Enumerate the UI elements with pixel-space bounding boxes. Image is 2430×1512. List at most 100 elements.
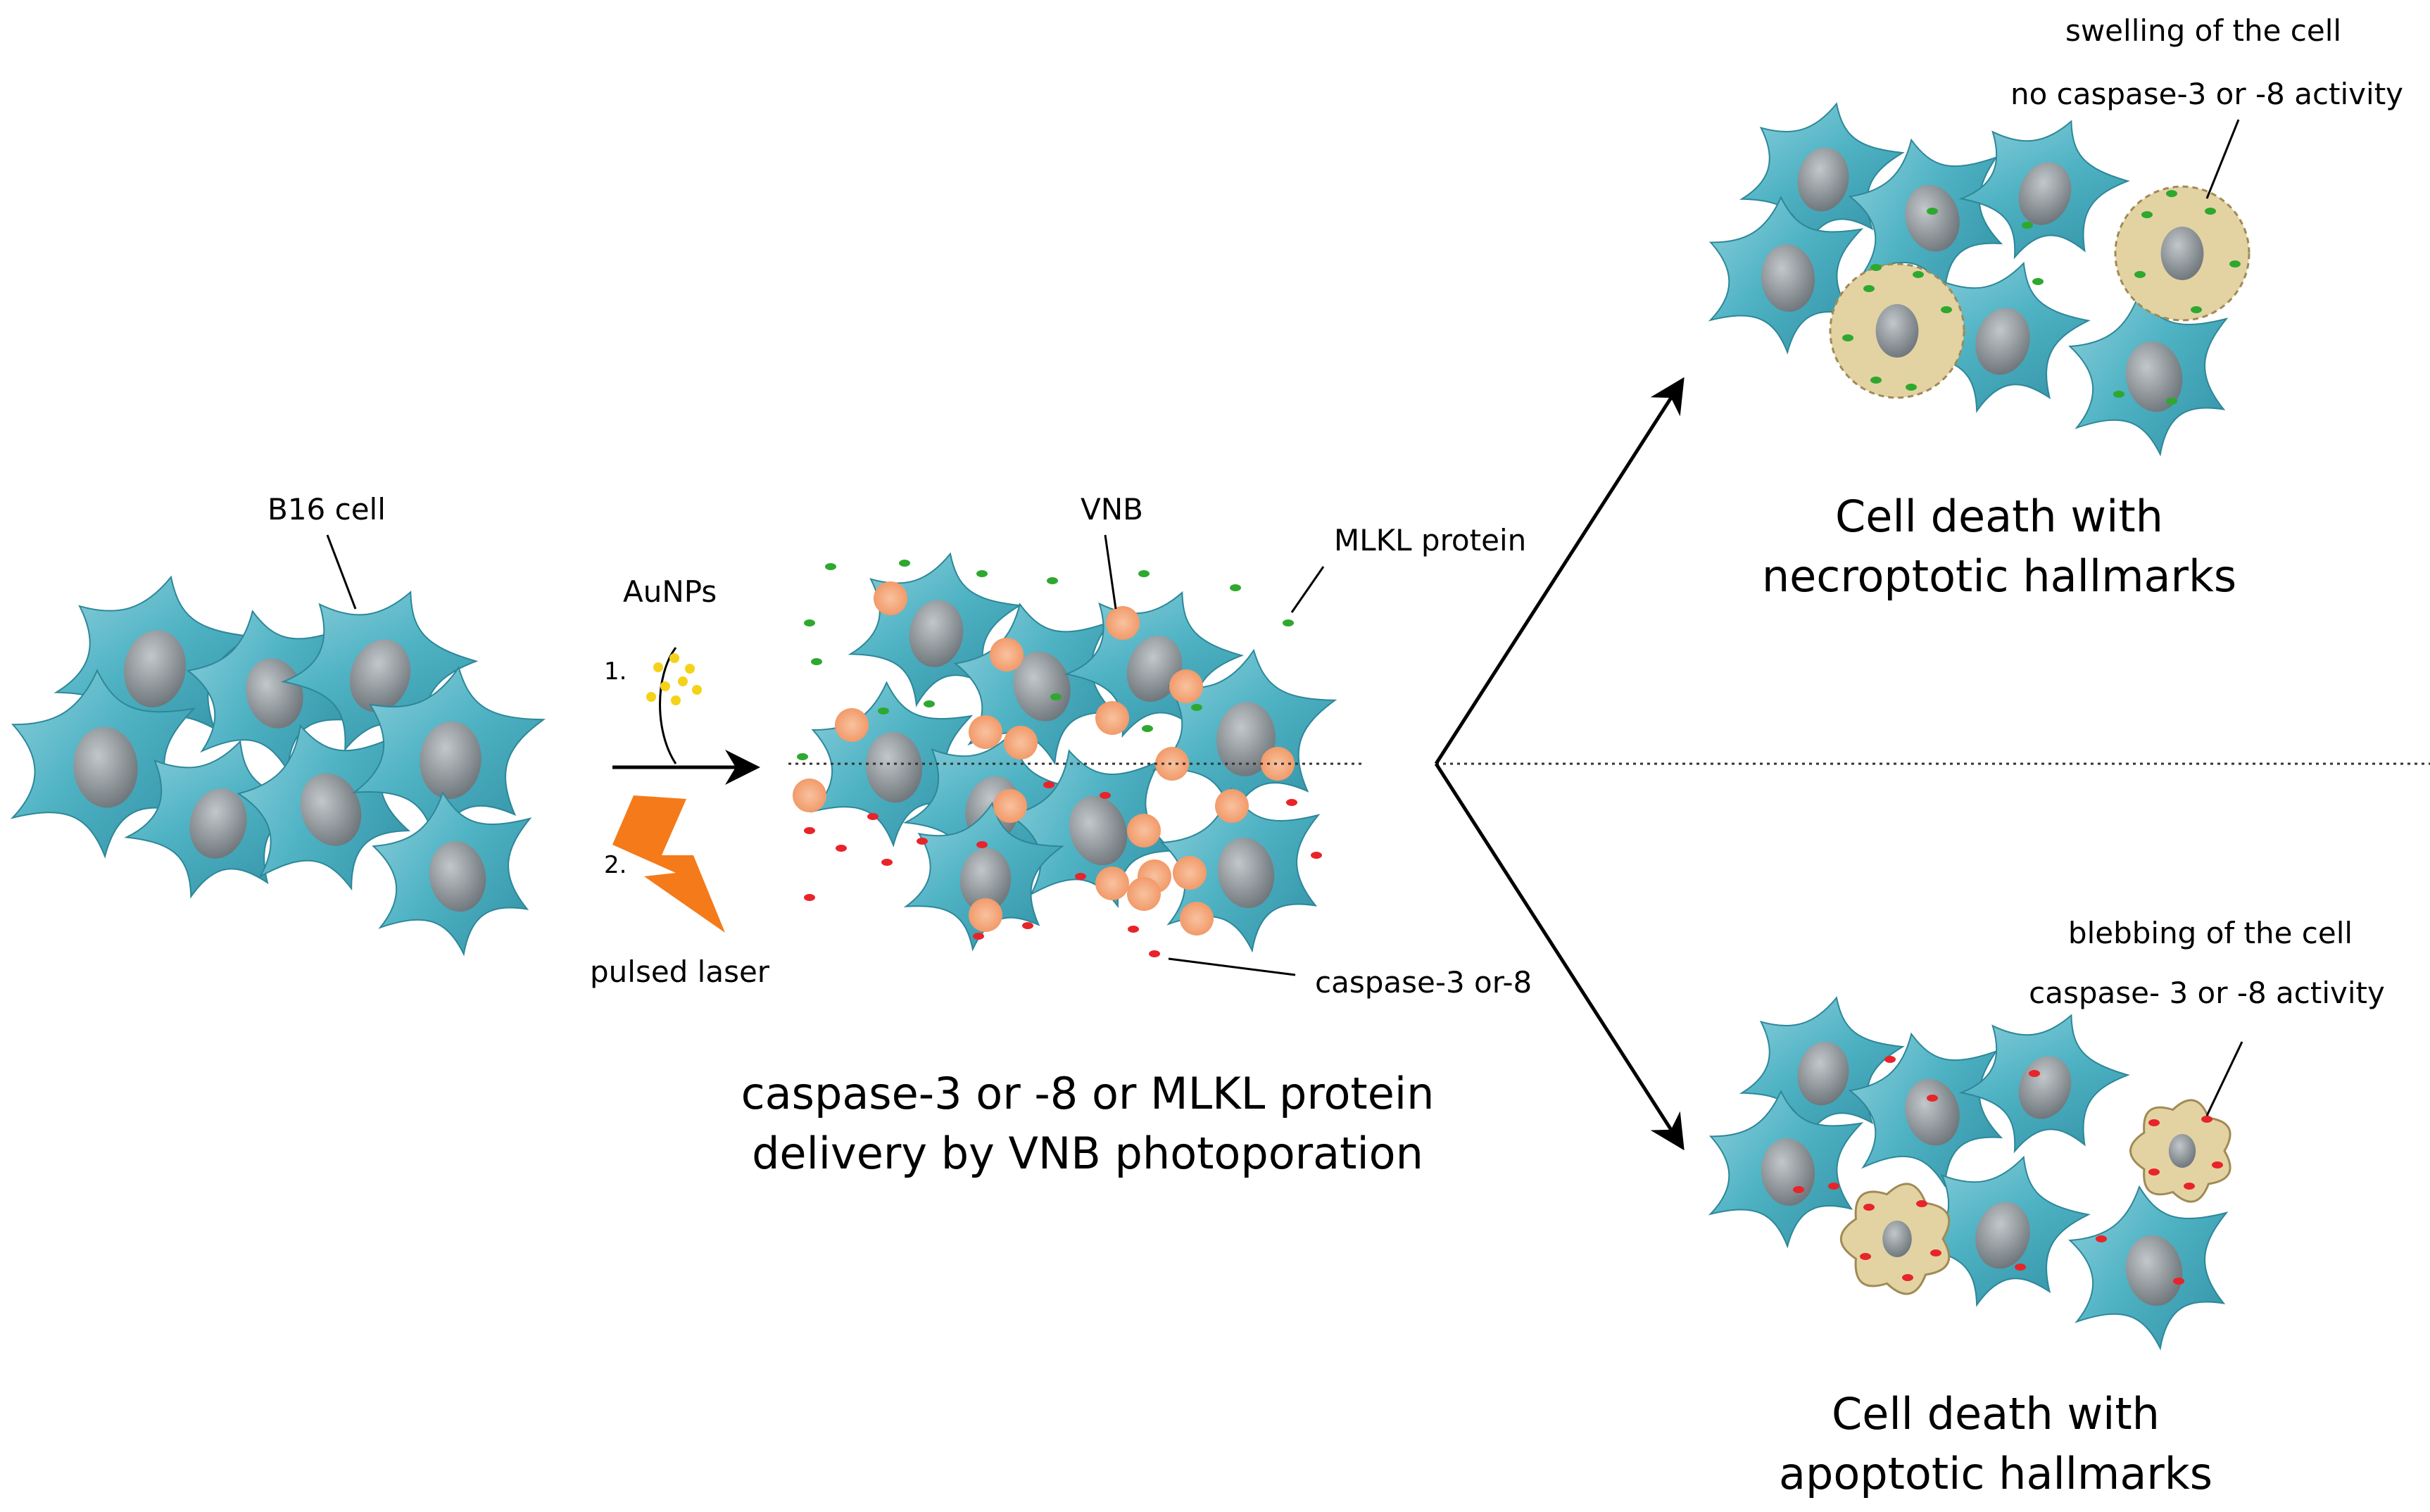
vnb-bubble [1127, 814, 1161, 848]
mlkl-protein-label: MLKL protein [1334, 523, 1526, 557]
caspase-dot [1022, 922, 1033, 929]
vnb-bubble [1169, 669, 1203, 703]
swelling-label: swelling of the cell [2065, 13, 2341, 48]
nucleus [73, 726, 138, 808]
swollen-cell [2114, 185, 2250, 322]
nucleus [1882, 1221, 1912, 1257]
cell [988, 722, 1202, 933]
nucleus [1905, 1078, 1960, 1146]
caspase-dot [2029, 1070, 2040, 1077]
branch-arrow-up [1434, 377, 1685, 765]
mlkl-dot [1870, 264, 1882, 271]
cell [1149, 641, 1340, 829]
caspase-dot [1793, 1186, 1804, 1193]
vnb-bubble [993, 789, 1027, 823]
caspase-dot [1149, 950, 1160, 957]
caspase-dot [2201, 1116, 2212, 1123]
vnb-bubble [969, 898, 1002, 932]
nucleus [189, 788, 247, 859]
blebbing-cell [2129, 1099, 2231, 1203]
nucleus [246, 658, 303, 729]
vnb-bubble [874, 581, 907, 615]
caspase-dot [1043, 781, 1055, 788]
b16-cell-cluster [0, 560, 552, 969]
caspase-dot [1286, 799, 1297, 806]
caspase-dot [1828, 1183, 1839, 1190]
cell [47, 560, 260, 769]
mlkl-dot [811, 658, 822, 665]
mlkl-leader-line [1290, 566, 1325, 613]
nucleus [959, 848, 1012, 912]
caspase-dot [1884, 1056, 1896, 1063]
cell [1699, 189, 1872, 360]
cell [902, 795, 1066, 957]
mlkl-dot [1050, 693, 1062, 700]
cell [1147, 774, 1340, 965]
photoporated-cell-cluster [793, 538, 1340, 965]
caspase-dot [1927, 1095, 1938, 1102]
caspase-dot [1100, 792, 1111, 799]
mlkl-dot [1941, 306, 1952, 313]
necroptotic-title-line2: necroptotic hallmarks [1762, 550, 2236, 602]
b16-leader-line [326, 534, 357, 610]
cell [215, 695, 440, 917]
delivery-caption-line1: caspase-3 or -8 or MLKL protein [741, 1068, 1435, 1119]
mlkl-dot [1906, 384, 1917, 391]
cell [937, 582, 1142, 784]
caspase-label: caspase-3 or-8 [1315, 965, 1532, 1000]
delivery-caption-line2: delivery by VNB photoporation [752, 1128, 1423, 1179]
mlkl-dot [1913, 271, 1924, 278]
vnb-bubble [1180, 902, 1214, 935]
apoptotic-title-line1: Cell death with [1832, 1388, 2160, 1439]
mlkl-dot [825, 563, 836, 570]
no-caspase-label: no caspase-3 or -8 activity [2010, 77, 2403, 111]
necroptotic-title-line1: Cell death with [1835, 491, 2163, 542]
vnb-bubble [1155, 747, 1189, 781]
caspase-dot [917, 838, 928, 845]
nucleus [1216, 702, 1276, 776]
nucleus [2168, 1134, 2196, 1168]
cell [1904, 1135, 2100, 1328]
aunp-icon [646, 653, 702, 705]
vnb-bubble [969, 715, 1002, 749]
nucleus [2160, 227, 2204, 280]
mlkl-dot [924, 700, 935, 707]
vnb-bubble [1173, 856, 1207, 890]
caspase-dot [976, 841, 988, 848]
nucleus [1797, 1041, 1849, 1106]
cell [170, 589, 374, 791]
nucleus [1761, 244, 1815, 312]
nucleus [1797, 147, 1849, 212]
mlkl-dot [1283, 619, 1294, 626]
vnb-bubble [1095, 701, 1129, 735]
caspase-dot [2173, 1278, 2184, 1285]
vnb-bubble [1004, 726, 1038, 760]
vnb-bubble [1215, 789, 1249, 823]
mlkl-dot [2166, 190, 2177, 197]
aunps-label: AuNPs [623, 574, 717, 609]
lightning-bolt-icon [612, 795, 725, 933]
cell [1735, 983, 1910, 1157]
caspase-dot [2148, 1168, 2160, 1176]
nucleus [1905, 184, 1960, 252]
cell [1735, 89, 1910, 263]
cell [843, 538, 1028, 721]
necroptotic-cell-cluster [1699, 89, 2250, 469]
mlkl-dot [2191, 306, 2202, 313]
cell [1948, 988, 2141, 1180]
branch-arrow-down [1434, 762, 1685, 1151]
nucleus [2125, 1235, 2183, 1306]
apoptotic-cell-cluster [1699, 983, 2248, 1363]
cell [267, 560, 491, 782]
mlkl-dot [2141, 211, 2153, 218]
caspase-dot [2096, 1235, 2107, 1242]
mlkl-dot [2113, 391, 2124, 398]
mlkl-dot [2229, 260, 2241, 267]
caspase-dot [881, 859, 893, 866]
mlkl-dot [2166, 398, 2177, 405]
mlkl-dot [2134, 271, 2146, 278]
cell [2055, 278, 2248, 469]
caspase-dot [1075, 873, 1086, 880]
blebbing-cell [1839, 1183, 1951, 1295]
